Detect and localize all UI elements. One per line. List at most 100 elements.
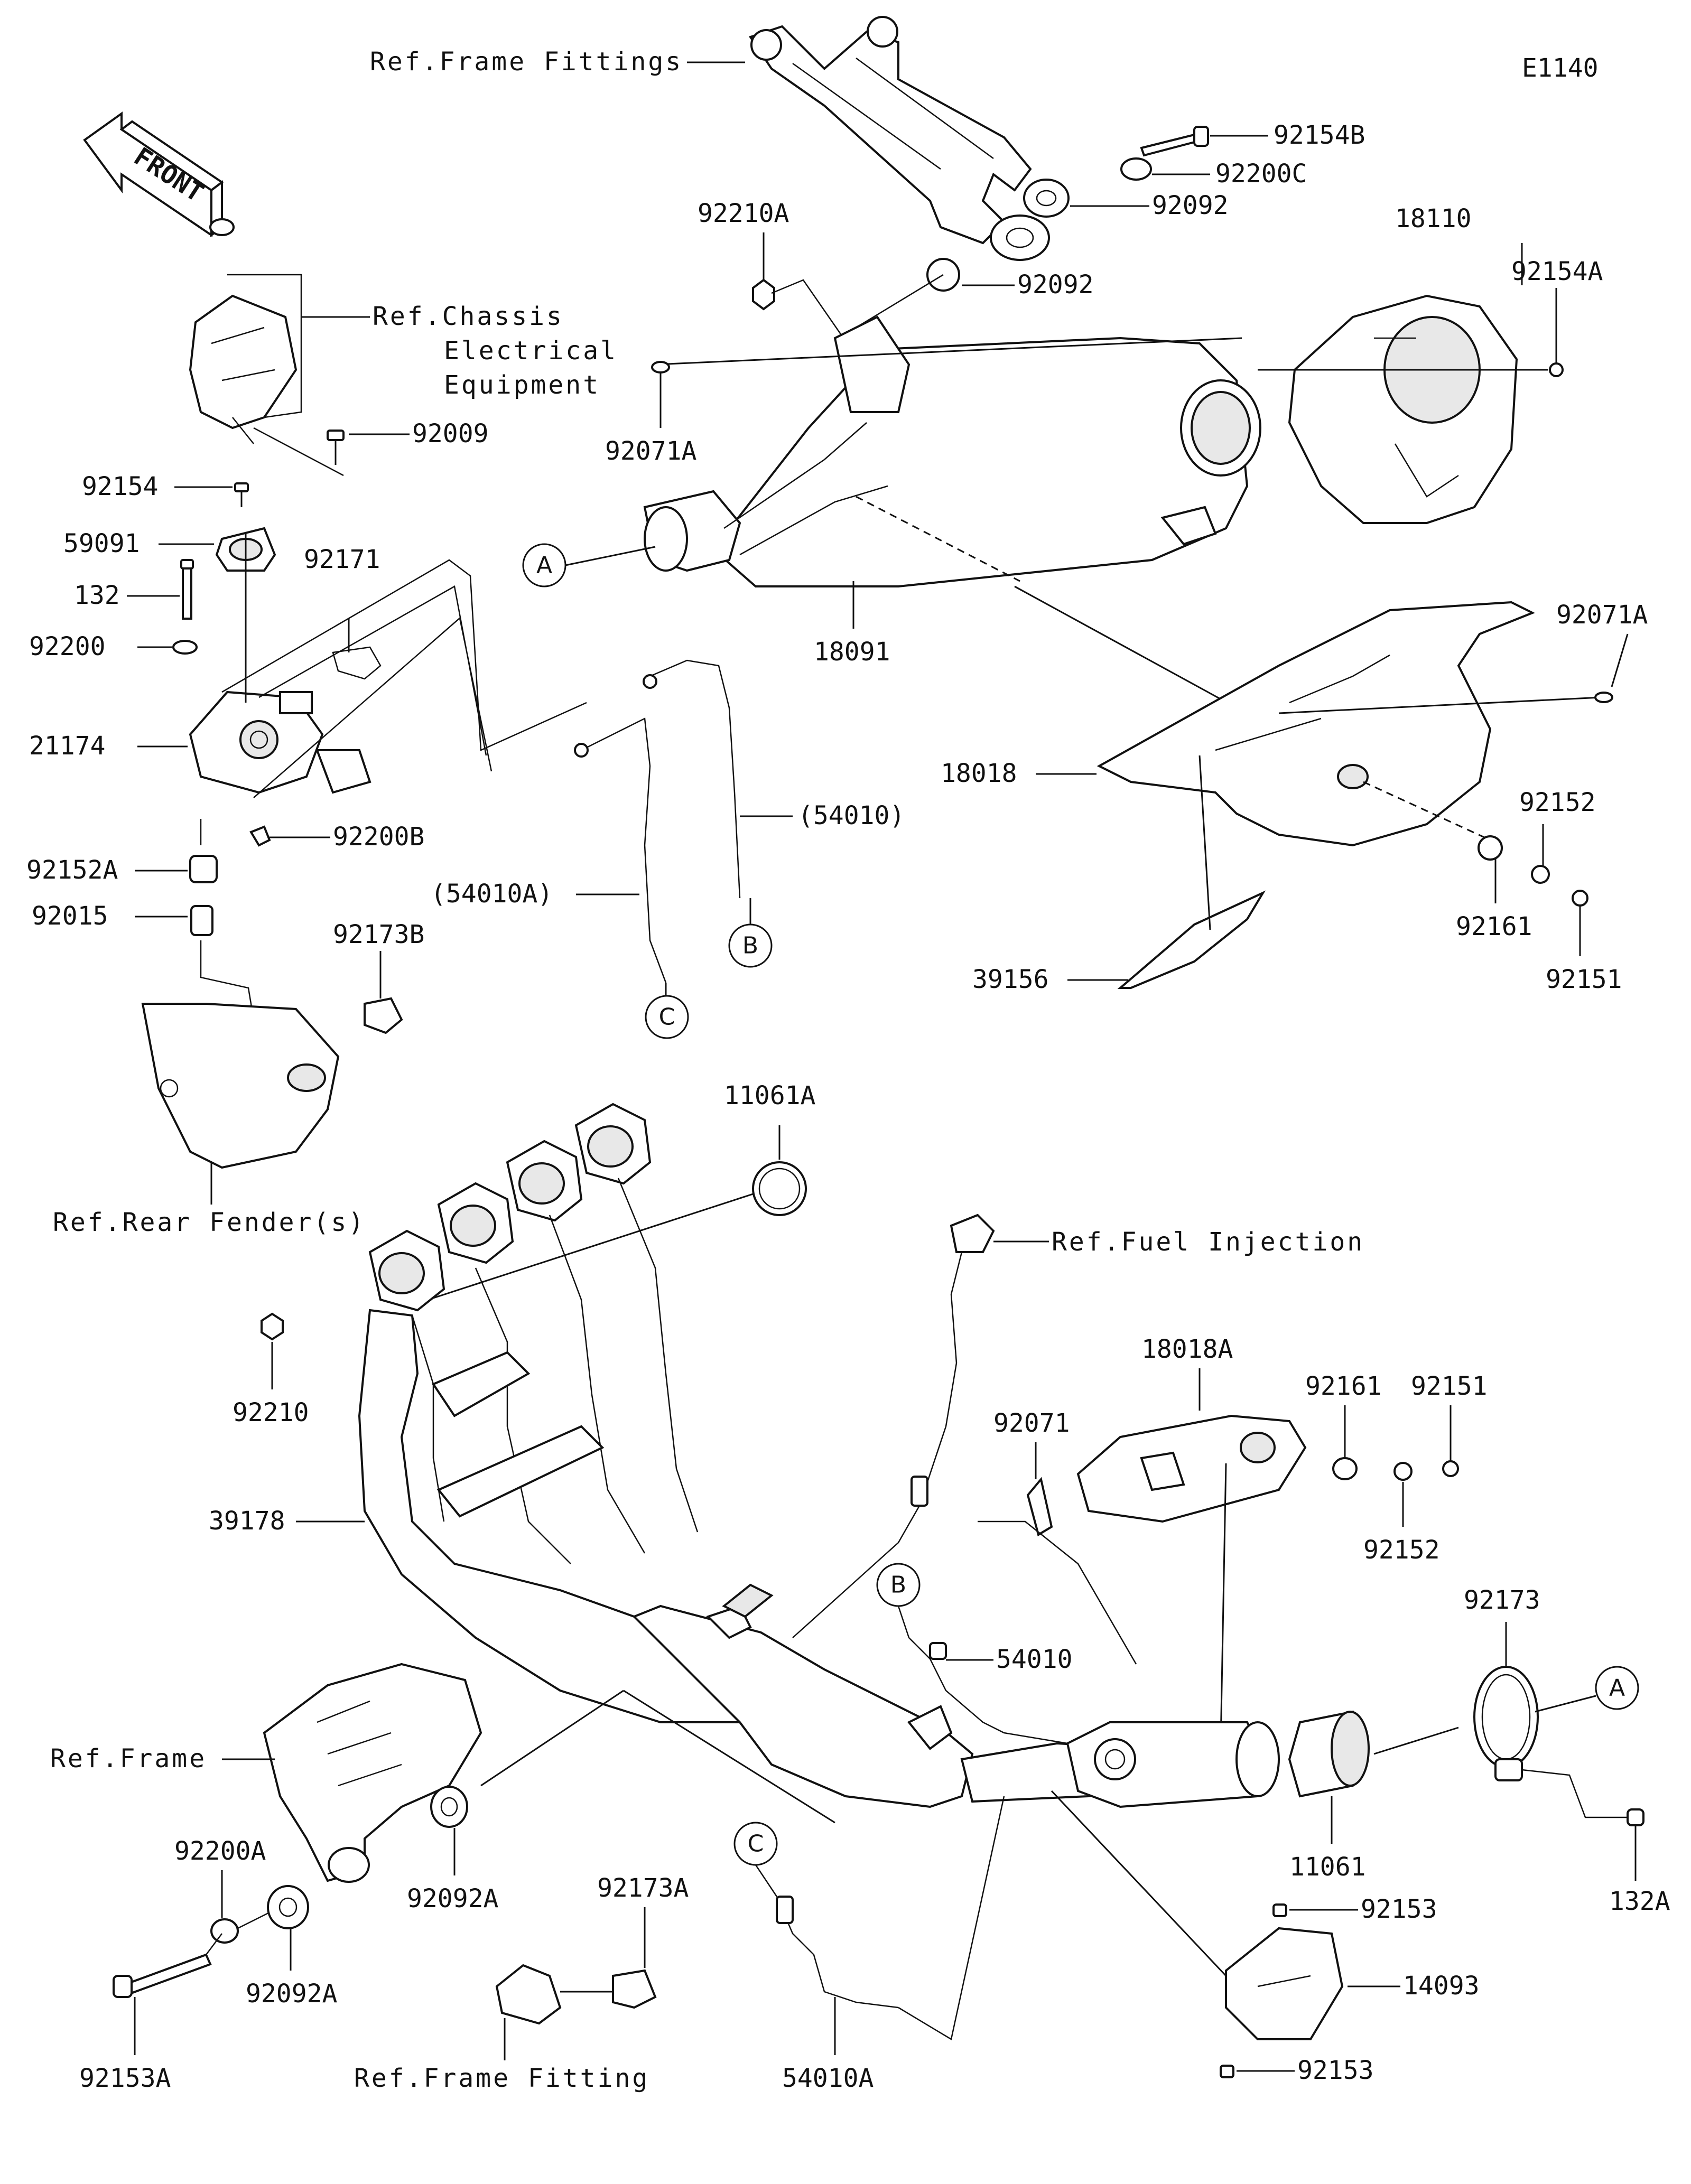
sensor-lead-54010 <box>643 659 741 899</box>
label-54010A-ref: (54010A) <box>431 879 553 909</box>
label-92153A: 92153A <box>79 2064 171 2093</box>
collar-92152-lower <box>1393 1462 1413 1481</box>
label-92173B: 92173B <box>333 920 424 949</box>
bolt-92154A <box>1549 362 1564 377</box>
label-92200B: 92200B <box>333 822 424 852</box>
label-54010: 54010 <box>996 1645 1073 1674</box>
bolt-92154 <box>234 482 249 492</box>
heat-guard-18018 <box>1097 601 1535 847</box>
bolt-92151-upper <box>1572 890 1588 907</box>
washer-92200 <box>172 640 198 655</box>
nut-92015 <box>190 905 213 936</box>
bracket-frame-fitting <box>495 1964 562 2025</box>
washer-92200A <box>210 1918 239 1944</box>
label-92071A-b: 92071A <box>1556 600 1648 630</box>
label-18091: 18091 <box>814 637 890 667</box>
label-92015: 92015 <box>32 901 108 931</box>
spacer-92152A <box>189 855 218 883</box>
exhaust-header-39178 <box>358 1103 1164 1808</box>
label-92210: 92210 <box>233 1398 309 1427</box>
cover-14093 <box>1225 1927 1344 2040</box>
callout-c-upper <box>645 995 689 1039</box>
label-92153-b: 92153 <box>1297 2056 1374 2085</box>
label-92071A-a: 92071A <box>605 436 696 466</box>
ref-chassis-line2: Electrical <box>444 336 618 366</box>
connector-54010-lower <box>929 1642 947 1660</box>
actuator-21174 <box>189 690 371 794</box>
bolt-92151-lower <box>1442 1460 1459 1477</box>
bolt-92009 <box>327 430 345 465</box>
callout-a-lower <box>1595 1666 1639 1710</box>
label-92092-b: 92092 <box>1017 270 1094 300</box>
label-59091: 59091 <box>63 529 140 558</box>
silencer-18091 <box>643 315 1261 587</box>
grommet-92092A-lower <box>267 1885 309 1929</box>
callout-c-lower-text: C <box>748 1831 764 1858</box>
label-21174: 21174 <box>29 731 106 761</box>
callout-a-upper-text: A <box>536 552 552 579</box>
label-92071: 92071 <box>993 1408 1070 1438</box>
ref-fuel-injection: Ref.Fuel Injection <box>1052 1227 1364 1257</box>
label-11061A: 11061A <box>724 1081 815 1110</box>
callout-b-lower-text: B <box>890 1572 906 1599</box>
label-92092-a: 92092 <box>1152 191 1229 220</box>
gasket-11061 <box>1288 1710 1370 1798</box>
label-92173A: 92173A <box>597 1873 689 1903</box>
callout-a-lower-text: A <box>1609 1675 1625 1702</box>
front-arrow-icon: FRONT <box>83 111 224 237</box>
screw-92153-lower <box>1220 2065 1234 2078</box>
clamp-92171 <box>332 646 382 680</box>
frame-fitting-bracket <box>748 16 1050 261</box>
silencer-cover-18110 <box>1288 294 1518 524</box>
clip-92173B <box>364 997 403 1034</box>
label-132A: 132A <box>1609 1887 1670 1916</box>
grommet-92161-upper <box>1478 835 1503 861</box>
pad-39156 <box>1117 890 1266 989</box>
label-39156: 39156 <box>972 965 1049 994</box>
bolt-92154B <box>1140 126 1209 157</box>
bolt-132A <box>1627 1808 1644 1826</box>
screw-92153-upper <box>1272 1903 1287 1917</box>
grommet-92161-lower <box>1332 1457 1358 1480</box>
ref-chassis-line3: Equipment <box>444 370 600 400</box>
ref-frame-fitting: Ref.Frame Fitting <box>354 2064 649 2093</box>
nut-92210A <box>752 278 775 311</box>
clamp-92173A <box>612 1969 657 2009</box>
clamp-92173 <box>1473 1666 1539 1781</box>
chassis-bracket <box>189 218 298 444</box>
callout-b-upper-text: B <box>742 932 758 959</box>
gasket-11061A <box>752 1161 807 1216</box>
pin-92071A-upper <box>651 361 670 374</box>
label-54010-ref: (54010) <box>798 801 905 830</box>
label-92152-b: 92152 <box>1363 1535 1440 1565</box>
nut-92210 <box>261 1312 284 1341</box>
ref-frame: Ref.Frame <box>50 1744 207 1774</box>
label-132: 132 <box>74 581 120 610</box>
label-18110: 18110 <box>1395 204 1472 234</box>
collar-92152-upper <box>1531 865 1550 884</box>
pin-92071A-lower <box>1594 692 1613 703</box>
grommet-92092-upper <box>1023 179 1070 218</box>
label-92173: 92173 <box>1464 1585 1540 1615</box>
bracket-92200B <box>249 825 271 847</box>
label-92171: 92171 <box>304 545 380 574</box>
label-92200C: 92200C <box>1215 159 1307 189</box>
callout-c-upper-text: C <box>659 1004 675 1031</box>
label-92151-b: 92151 <box>1411 1371 1488 1401</box>
label-92154: 92154 <box>82 472 159 501</box>
bolt-132 <box>180 559 194 620</box>
label-92092A-a: 92092A <box>407 1884 498 1914</box>
diagram-code: E1140 <box>1522 53 1599 83</box>
label-92153-a: 92153 <box>1361 1894 1437 1924</box>
grommet-92092A-upper <box>430 1786 468 1828</box>
label-92152-a: 92152 <box>1519 788 1596 817</box>
label-92092A-b: 92092A <box>246 1979 337 2009</box>
label-92200: 92200 <box>29 632 106 661</box>
label-92210A: 92210A <box>698 199 789 228</box>
label-92009: 92009 <box>412 419 489 449</box>
joint-pipe <box>1066 1721 1280 1808</box>
sensor-lead-54010A <box>574 717 667 983</box>
label-92161-b: 92161 <box>1305 1371 1382 1401</box>
callout-b-upper <box>728 923 773 968</box>
label-92161-a: 92161 <box>1456 912 1532 941</box>
